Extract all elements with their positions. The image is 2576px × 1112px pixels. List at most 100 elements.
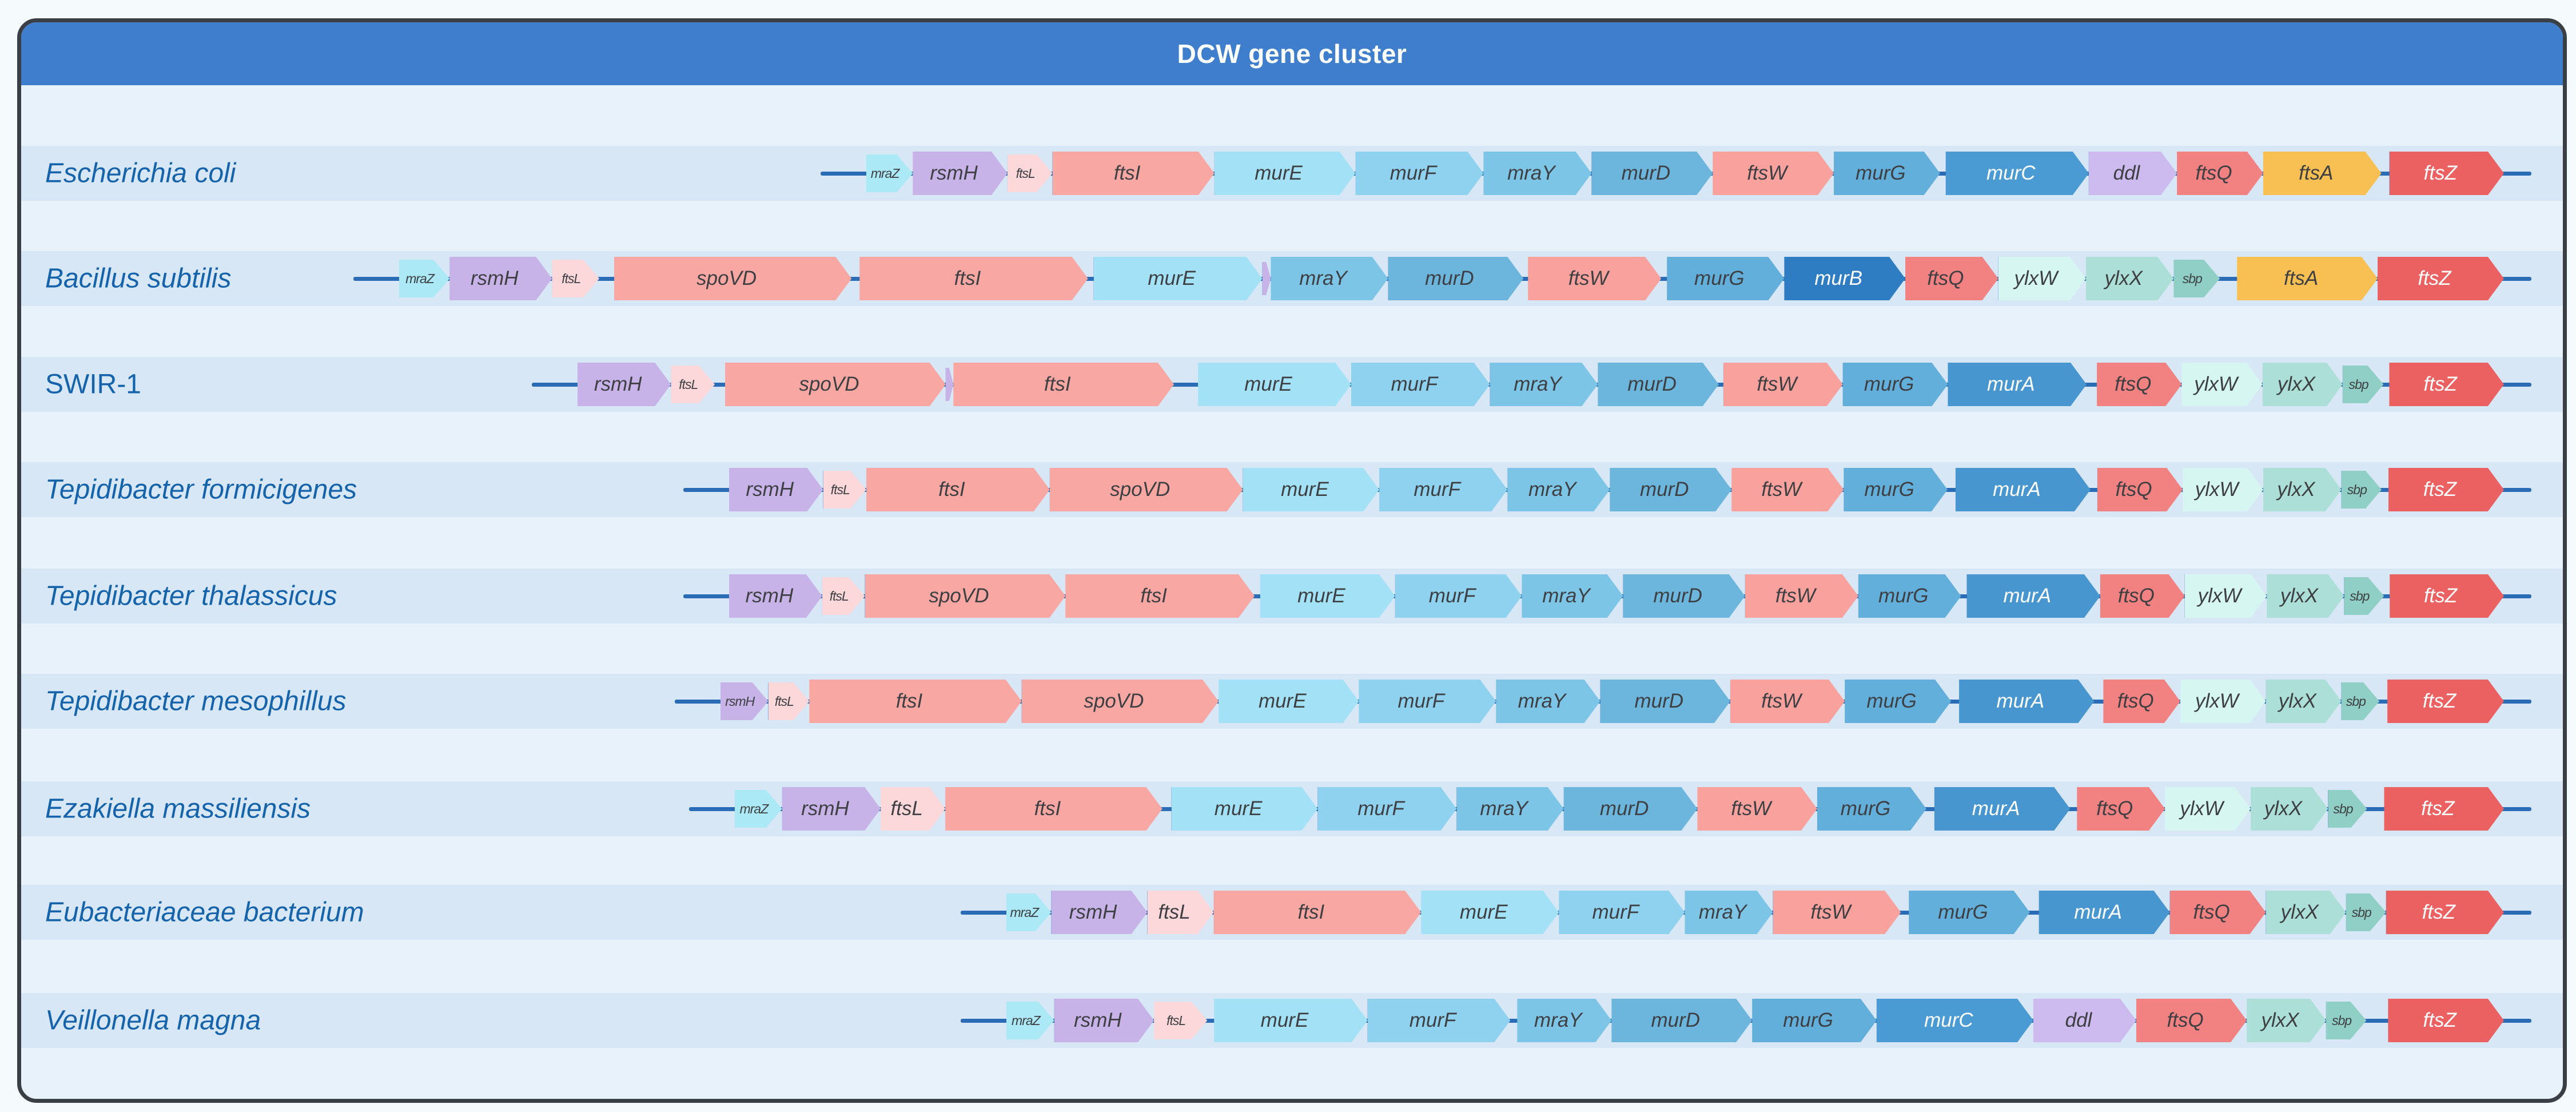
gene-arrow-ftsI: ftsI <box>953 363 1174 406</box>
gene-label: ftsQ <box>2117 585 2155 607</box>
gene-arrow-murG: murG <box>1909 891 2029 934</box>
gene-arrow-ylxW: ylxW <box>2181 363 2263 406</box>
gene-arrow-murA: murA <box>1934 787 2070 831</box>
gene-arrow-sbp: sbp <box>2346 893 2386 931</box>
gene-label: murA <box>1993 478 2041 501</box>
gene-label: ylxW <box>2194 373 2238 395</box>
gene-arrow-murD: murD <box>1388 257 1524 300</box>
gene-label: rsmH <box>1069 901 1117 923</box>
species-label: Escherichia coli <box>45 158 236 189</box>
gene-label: mraY <box>1514 373 1562 395</box>
gene-label: murE <box>1258 690 1307 712</box>
gene-label: mraZ <box>1012 1012 1040 1028</box>
gene-label: ftsZ <box>2421 797 2455 820</box>
gene-label: murG <box>1856 162 1906 184</box>
gene-arrow-sbp: sbp <box>2328 790 2367 828</box>
gene-label: ftsQ <box>2195 162 2232 184</box>
gene-arrow-murE: murE <box>1243 468 1379 511</box>
gene-label: ftsW <box>1747 162 1787 184</box>
gene-label: murE <box>1255 162 1303 184</box>
gene-label: ftsI <box>895 690 923 712</box>
gene-arrow-ylxW: ylxW <box>1998 257 2086 300</box>
gene-arrow-ylxX: ylxX <box>2086 257 2173 300</box>
gene-label: murG <box>1783 1009 1833 1031</box>
gene-arrow-ftsW: ftsW <box>1730 680 1845 723</box>
gene-label: sbp <box>2350 588 2370 603</box>
gene-arrow-ftsZ: ftsZ <box>2390 574 2504 618</box>
gene-arrow-ylxX: ylxX <box>2266 891 2346 934</box>
gene-arrow-mraY: mraY <box>1517 999 1611 1042</box>
gene-arrow-ftsZ: ftsZ <box>2388 999 2504 1042</box>
gene-arrow-mraY: mraY <box>1490 363 1598 406</box>
gene-label: ylxW <box>2195 690 2239 712</box>
gene-arrow-ftsQ: ftsQ <box>2097 468 2183 511</box>
gene-arrow-rsmH: rsmH <box>720 682 769 720</box>
gene-arrow-sbp: sbp <box>2326 1002 2367 1039</box>
gene-label: ftsZ <box>2423 373 2457 395</box>
gene-label: murD <box>1621 162 1671 184</box>
gene-arrow-ylxX: ylxX <box>2251 787 2328 831</box>
gene-label: ftsW <box>1568 267 1608 289</box>
gene-arrow-murD: murD <box>1623 574 1745 618</box>
gene-arrow-ftsL: ftsL <box>1148 891 1214 934</box>
gene-arrow-murE: murE <box>1260 574 1395 618</box>
gene-arrow-ftsZ: ftsZ <box>2389 363 2504 406</box>
gene-label: rsmH <box>746 478 794 501</box>
gene-label: ftsQ <box>2115 373 2152 395</box>
gene-label: ftsL <box>1166 1012 1186 1028</box>
gene-arrow-ylxX: ylxX <box>2267 574 2344 618</box>
gene-arrow-ftsQ: ftsQ <box>2100 574 2185 618</box>
gene-arrow-murG: murG <box>1843 363 1948 406</box>
gene-arrow-rsmH: rsmH <box>913 152 1008 195</box>
gene-arrow-ylxW: ylxW <box>2165 787 2251 831</box>
gene-label: murF <box>1398 690 1445 712</box>
gene-arrow-spoVD: spoVD <box>614 257 851 300</box>
gene-label: mraY <box>1518 690 1566 712</box>
gene-label: murD <box>1634 690 1684 712</box>
gene-label: murE <box>1297 585 1345 607</box>
gene-label: murA <box>2003 585 2052 607</box>
gene-arrow-murF: murF <box>1359 680 1496 723</box>
gene-arrow-ftsA: ftsA <box>2263 152 2382 195</box>
gene-arrow-spoVD: spoVD <box>1022 680 1219 723</box>
gene-arrow-murA: murA <box>1967 574 2100 618</box>
gene-arrow-ftsZ: ftsZ <box>2387 680 2504 723</box>
gene-arrow-ftsL: ftsL <box>881 787 945 831</box>
gene-label: murB <box>1814 267 1863 289</box>
gene-label: mraZ <box>739 801 769 816</box>
gene-label: murD <box>1627 373 1677 395</box>
gene-arrow-ylxX: ylxX <box>2263 363 2343 406</box>
gene-label: ylxX <box>2277 478 2315 501</box>
gene-arrow-ftsQ: ftsQ <box>1905 257 1998 300</box>
gene-arrow-murE: murE <box>1215 152 1356 195</box>
gene-label: murC <box>1924 1009 1973 1031</box>
gene-arrow-rsmH: rsmH <box>729 468 823 511</box>
gene-arrow-ftsW: ftsW <box>1745 574 1858 618</box>
gene-label: mraY <box>1528 478 1576 501</box>
gene-label: murF <box>1389 162 1437 184</box>
gene-arrow-ftsL: ftsL <box>552 260 599 297</box>
gene-arrow-murG: murG <box>1752 999 1877 1042</box>
gene-label: murA <box>1972 797 2020 820</box>
gene-label: rsmH <box>745 585 794 607</box>
gene-arrow-mraY: mraY <box>1457 787 1564 831</box>
gene-arrow-rsmH: rsmH <box>729 574 822 618</box>
gene-arrow-murD: murD <box>1611 999 1752 1042</box>
gene-label: murE <box>1281 478 1329 501</box>
gene-label: ftsA <box>2283 267 2319 289</box>
species-label: Tepidibacter mesophillus <box>45 686 347 717</box>
gene-label: murE <box>1148 267 1196 289</box>
gene-label: murD <box>1599 797 1649 820</box>
gene-arrow-murA: murA <box>2039 891 2170 934</box>
gene-arrow-rsmH: rsmH <box>782 787 881 831</box>
gene-label: murE <box>1459 901 1508 923</box>
gene-label: rsmH <box>471 267 519 289</box>
gene-label: murA <box>1996 690 2045 712</box>
gene-arrow-sbp: sbp <box>2342 682 2379 720</box>
gene-arrow-murA: murA <box>1956 468 2091 511</box>
gene-label: ylxW <box>2195 478 2239 501</box>
gene-label: mraY <box>1299 267 1347 289</box>
